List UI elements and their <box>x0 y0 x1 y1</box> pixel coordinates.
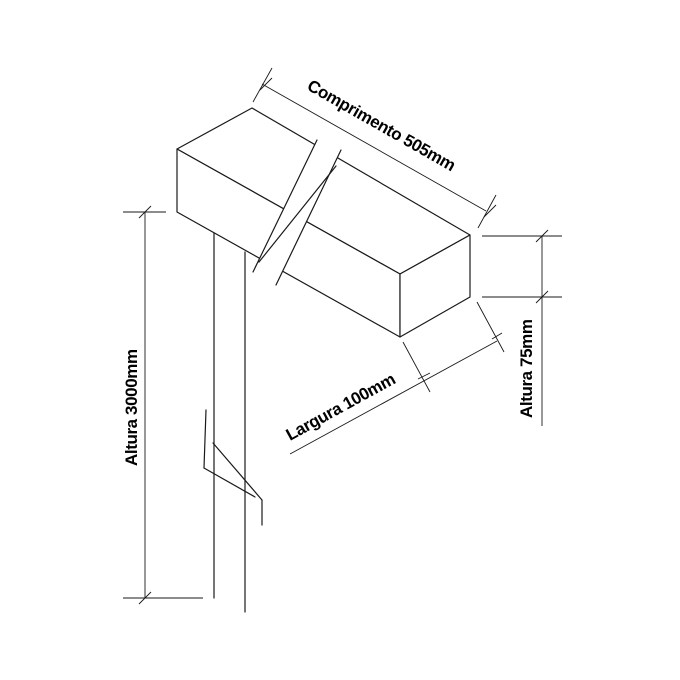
post <box>203 229 263 613</box>
post-height-label: Altura 3000mm <box>122 349 141 466</box>
width-label: Largura 100mm <box>283 369 399 444</box>
post-break-symbol <box>203 409 263 526</box>
block-break-symbol <box>252 139 342 286</box>
block-end-face <box>399 234 471 338</box>
block <box>176 107 471 338</box>
post-height-dimension: Altura 3000mm <box>122 205 203 605</box>
block-height-dimension: Altura 75mm <box>482 229 562 426</box>
block-height-label: Altura 75mm <box>517 319 536 418</box>
